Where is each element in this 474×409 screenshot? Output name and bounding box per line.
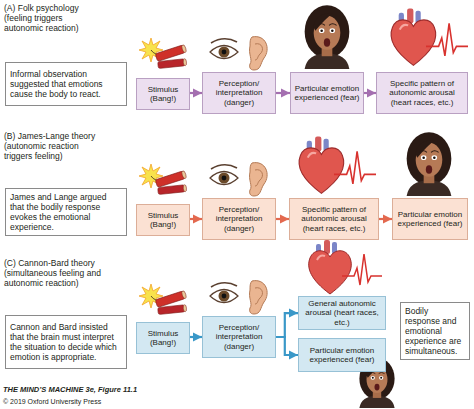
box-text: James and Lange argued that the bodily r… — [10, 192, 122, 232]
note-box: Bodily response and emotional experience… — [400, 302, 470, 360]
stage-box: Particular emotion experienced (fear) — [298, 338, 386, 372]
box-text: Cannon and Bard insisted that the brain … — [10, 322, 122, 362]
copyright-line: © 2019 Oxford University Press — [3, 397, 223, 407]
panel-heading: (C) Cannon-Bard theory (simultaneous fee… — [4, 258, 110, 288]
box-text: Stimulus (Bang!) — [140, 85, 186, 104]
stage-box: Particular emotion experienced (fear) — [392, 198, 468, 240]
box-text: Bodily response and emotional experience… — [405, 306, 465, 356]
flow-arrow — [190, 336, 202, 338]
stage-box: Perception/ interpretation (danger) — [202, 198, 276, 240]
note-box: Informal observation suggested that emot… — [5, 62, 127, 106]
firecracker-illustration — [139, 284, 187, 315]
box-text: Informal observation suggested that emot… — [10, 69, 122, 99]
box-text: Perception/ interpretation (danger) — [206, 323, 272, 351]
box-text: General autonomic arousal (heart races, … — [302, 299, 382, 327]
face-illustration — [407, 132, 452, 196]
box-text: Stimulus (Bang!) — [140, 329, 186, 348]
firecracker-illustration — [139, 38, 187, 69]
flow-arrow — [364, 92, 376, 94]
box-text: Stimulus (Bang!) — [140, 211, 186, 230]
heart-illustration — [309, 240, 382, 294]
eye-ear-illustration — [210, 281, 267, 314]
box-text: Specific pattern of autonomic arousal (h… — [293, 205, 375, 233]
firecracker-illustration — [139, 164, 187, 195]
flow-arrow — [190, 92, 202, 94]
box-text: Specific pattern of autonomic arousal (h… — [380, 79, 464, 107]
eye-ear-illustration — [210, 163, 267, 196]
flow-arrow — [276, 218, 289, 220]
stage-box: Perception/ interpretation (danger) — [202, 72, 276, 114]
flow-arrow — [276, 313, 298, 337]
note-box: James and Lange argued that the bodily r… — [5, 188, 127, 236]
stage-box: General autonomic arousal (heart races, … — [298, 296, 386, 330]
eye-ear-illustration — [210, 37, 267, 70]
stage-box: Perception/ interpretation (danger) — [202, 316, 276, 358]
flow-arrow — [190, 218, 202, 220]
box-text: Perception/ interpretation (danger) — [206, 205, 272, 233]
box-text: Particular emotion experienced (fear) — [294, 84, 360, 103]
stage-box: Stimulus (Bang!) — [136, 78, 190, 110]
panel-heading: (B) James-Lange theory (autonomic reacti… — [4, 131, 104, 161]
heart-illustration — [299, 137, 376, 194]
panel-heading: (A) Folk psychology (feeling triggers au… — [4, 3, 100, 33]
stage-box: Specific pattern of autonomic arousal (h… — [376, 72, 468, 114]
stage-box: Particular emotion experienced (fear) — [290, 72, 364, 114]
stage-box: Stimulus (Bang!) — [136, 204, 190, 236]
face-illustration — [305, 5, 350, 69]
box-text: Particular emotion experienced (fear) — [302, 346, 382, 365]
heart-illustration — [391, 9, 468, 66]
flow-arrow — [276, 92, 290, 94]
box-text: Perception/ interpretation (danger) — [206, 79, 272, 107]
stage-box: Stimulus (Bang!) — [136, 322, 190, 354]
box-text: Particular emotion experienced (fear) — [396, 210, 464, 229]
flow-arrow — [379, 218, 392, 220]
flow-arrow — [276, 337, 298, 355]
stage-box: Specific pattern of autonomic arousal (h… — [289, 198, 379, 240]
figure-credit: THE MIND’S MACHINE 3e, Figure 11.1 — [3, 385, 223, 395]
note-box: Cannon and Bard insisted that the brain … — [5, 315, 127, 369]
